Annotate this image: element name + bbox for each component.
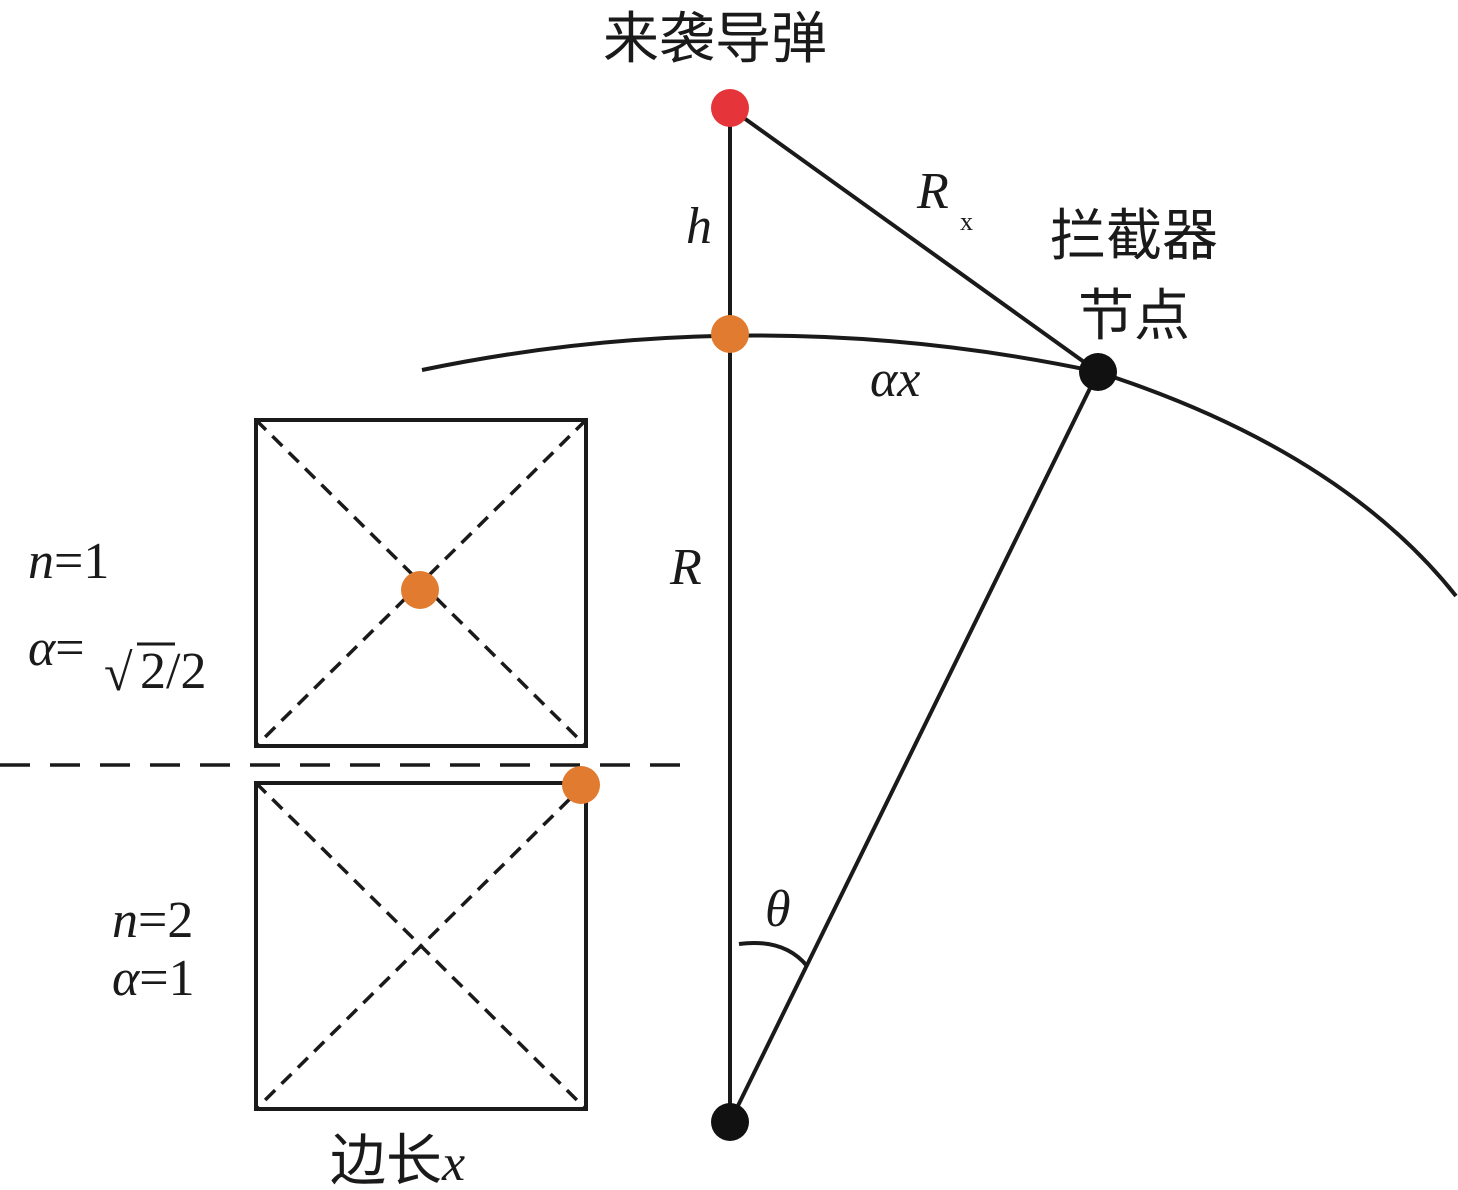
earth-center-node bbox=[711, 1103, 749, 1141]
h-label: h bbox=[686, 198, 712, 255]
radius-slanted-line bbox=[728, 371, 1100, 1123]
square-n1-center-node bbox=[401, 571, 439, 609]
case-n1-alpha-label: α= bbox=[28, 620, 85, 677]
case-n1-alpha-fraction: 2/2 bbox=[140, 643, 206, 700]
rx-line bbox=[728, 106, 1100, 374]
square-n2-diagonal-b bbox=[254, 781, 588, 1111]
alpha-x-label: αx bbox=[870, 351, 920, 408]
r-label: R bbox=[669, 539, 702, 596]
earth-surface-arc bbox=[421, 333, 1458, 598]
surface-node-orange bbox=[711, 315, 749, 353]
theta-arc bbox=[738, 941, 809, 968]
case-n1-n-label: n=1 bbox=[28, 533, 109, 590]
rx-label: R bbox=[916, 163, 949, 220]
theta-label: θ bbox=[765, 881, 791, 938]
case-n1-sqrt-sign: √ bbox=[104, 645, 133, 702]
incoming-missile-label: 来袭导弹 bbox=[603, 7, 827, 72]
square-n2 bbox=[254, 781, 588, 1111]
missile-node bbox=[711, 89, 749, 127]
square-n2-corner-node bbox=[562, 766, 600, 804]
case-n2-alpha-label: α=1 bbox=[112, 950, 195, 1007]
interceptor-node bbox=[1079, 353, 1117, 391]
interceptor-node-label-line1: 拦截器 bbox=[1050, 204, 1218, 269]
side-length-label: 边长x bbox=[330, 1129, 465, 1190]
square-n1 bbox=[254, 418, 588, 748]
interceptor-node-label-line2: 节点 bbox=[1078, 284, 1190, 349]
case-n2-n-label: n=2 bbox=[112, 892, 193, 949]
rx-subscript: x bbox=[960, 207, 973, 236]
